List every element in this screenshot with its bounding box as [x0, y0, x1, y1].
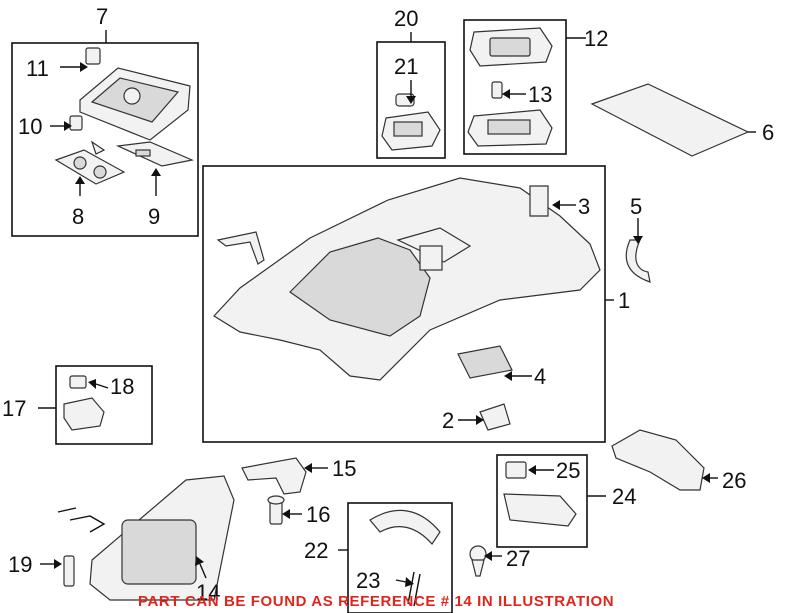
callout-3: 3 — [578, 194, 590, 219]
group-box-22 — [347, 502, 453, 613]
headliner-part — [213, 177, 601, 431]
group-box-1 — [202, 165, 606, 443]
callout-22: 22 — [304, 538, 328, 563]
callout-2: 2 — [442, 408, 454, 433]
callout-9: 9 — [148, 204, 160, 229]
leader-lines — [38, 30, 756, 587]
reference-note: PART CAN BE FOUND AS REFERENCE # 14 IN I… — [138, 593, 614, 610]
handle-bracket-part — [503, 461, 577, 527]
trim-cover-part — [611, 429, 705, 491]
sun-visor-part — [57, 475, 235, 601]
clip-part — [469, 545, 487, 577]
callout-12: 12 — [584, 26, 608, 51]
callout-11: 11 — [26, 56, 49, 81]
callout-8: 8 — [72, 204, 84, 229]
assist-grip-part — [369, 509, 441, 607]
group-box-24 — [496, 454, 588, 548]
overhead-console-part — [54, 47, 195, 185]
callout-18: 18 — [110, 374, 134, 399]
callout-13: 13 — [528, 82, 552, 107]
trim-strip-part — [625, 239, 651, 283]
map-lamp-part — [381, 93, 441, 151]
callout-24: 24 — [612, 484, 636, 509]
callout-15: 15 — [332, 456, 356, 481]
callout-14: 14 — [196, 580, 220, 605]
callout-23: 23 — [356, 568, 380, 593]
callout-7: 7 — [96, 4, 108, 29]
callout-26: 26 — [722, 468, 746, 493]
callout-6: 6 — [762, 120, 774, 145]
callout-10: 10 — [18, 114, 42, 139]
callout-20: 20 — [394, 6, 418, 31]
callout-17: 17 — [2, 396, 26, 421]
callout-5: 5 — [630, 194, 642, 219]
callout-25: 25 — [556, 458, 580, 483]
callout-16: 16 — [306, 502, 330, 527]
group-box-7 — [11, 42, 199, 237]
courtesy-lamp-part — [467, 27, 553, 147]
callout-4: 4 — [534, 364, 546, 389]
grab-handle-cap-part — [63, 375, 105, 431]
callout-27: 27 — [506, 546, 530, 571]
callout-19: 19 — [8, 552, 32, 577]
bolt-part — [267, 495, 285, 525]
group-box-17 — [55, 365, 153, 445]
visor-clip-part — [241, 457, 307, 495]
group-box-12 — [463, 19, 567, 155]
callout-21: 21 — [394, 54, 418, 79]
callout-1: 1 — [618, 288, 630, 313]
sound-absorber-part — [590, 83, 750, 157]
